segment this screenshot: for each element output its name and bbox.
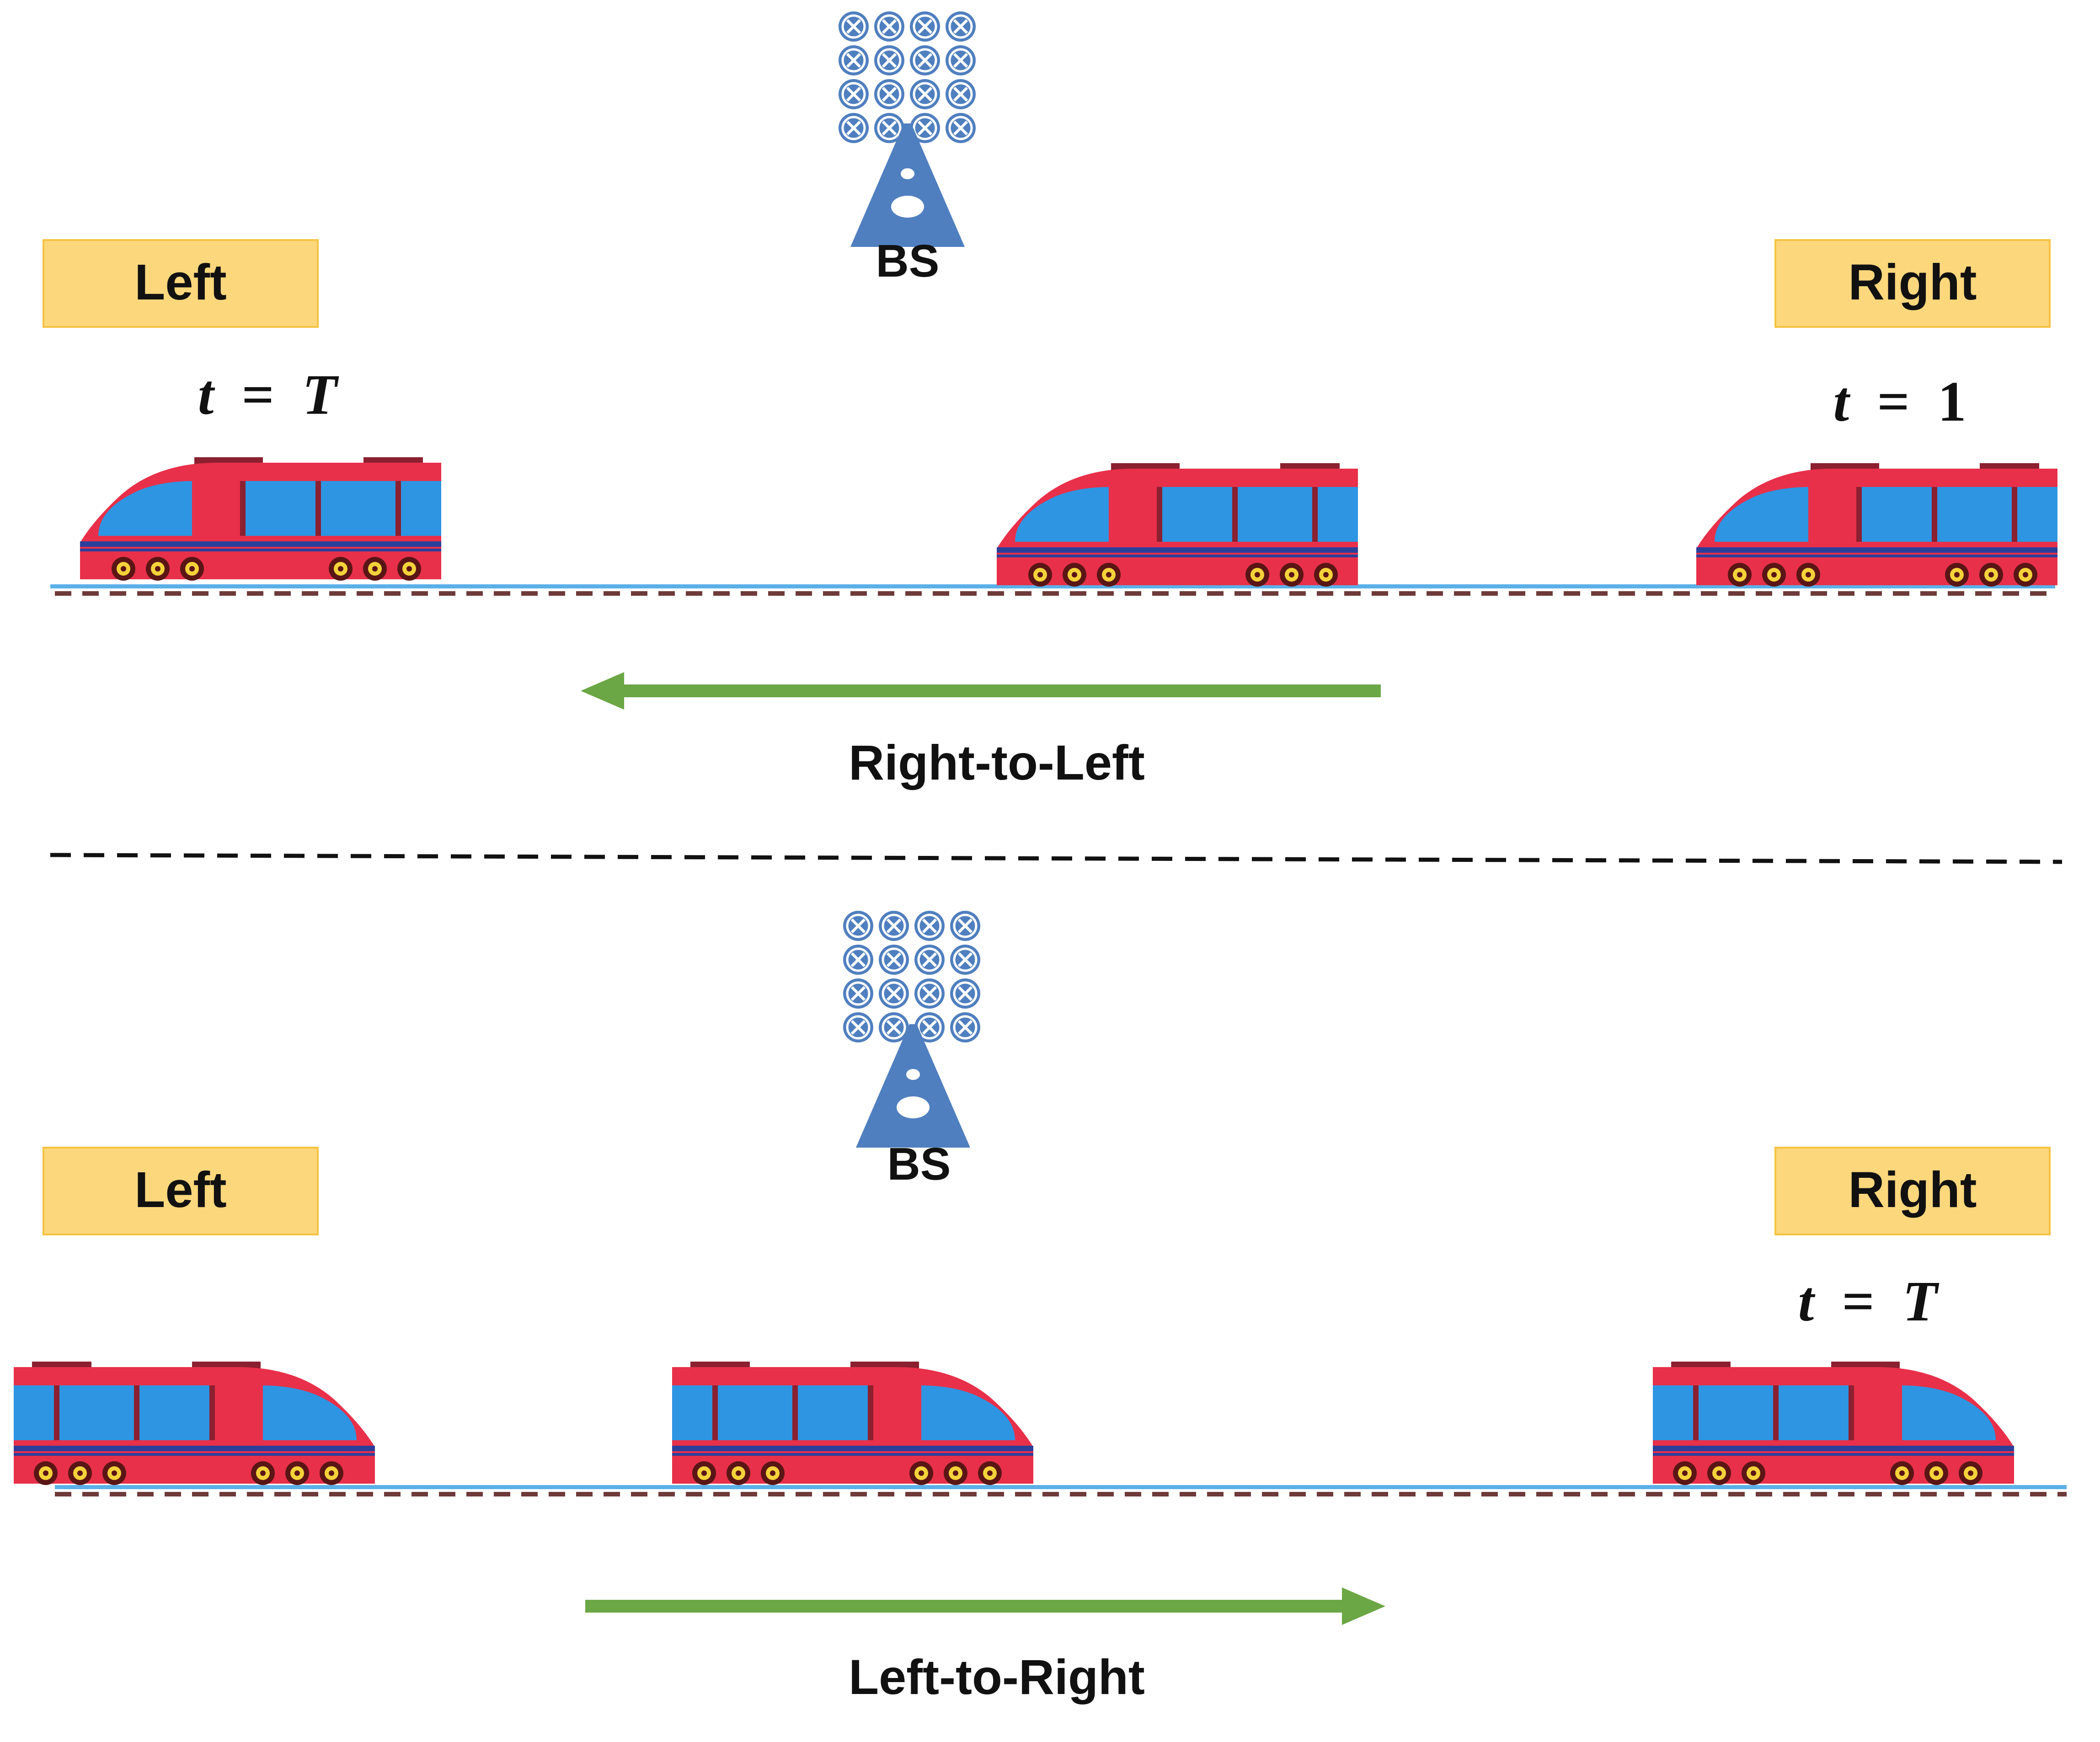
base-station-tower-icon [850, 123, 965, 247]
bottom-track [55, 1485, 2067, 1496]
bottom-right-label: Right [1848, 1162, 1977, 1218]
bottom-bs-label: BS [887, 1138, 951, 1190]
train-icon [997, 463, 1358, 587]
bottom-direction-label: Left-to-Right [849, 1649, 1145, 1705]
top-direction-arrow [581, 672, 1381, 710]
bottom-panel: BS Left Right t = T Left-to-Right [14, 911, 2067, 1705]
antenna-array-icon [843, 911, 980, 1042]
train-icon [1653, 1362, 2014, 1485]
top-time-right: t = 1 [1833, 370, 1966, 433]
panel-divider [50, 853, 2063, 864]
bottom-right-box: Right [1774, 1147, 2051, 1235]
top-direction-label: Right-to-Left [849, 735, 1145, 790]
top-left-label: Left [134, 254, 227, 310]
train-icon [14, 1362, 375, 1485]
train-icon [80, 457, 441, 581]
bottom-left-box: Left [43, 1147, 319, 1235]
top-track [50, 584, 2055, 596]
bottom-left-label: Left [134, 1162, 227, 1218]
top-time-left: t = T [198, 363, 339, 427]
top-right-box: Right [1774, 239, 2051, 328]
top-panel: BS Left Right t = T t = 1 [43, 11, 2057, 790]
bottom-direction-arrow [585, 1587, 1385, 1625]
top-base-station: BS [839, 11, 976, 287]
bottom-base-station: BS [843, 911, 980, 1190]
top-left-box: Left [43, 239, 319, 328]
train-icon [672, 1362, 1033, 1485]
antenna-array-icon [839, 11, 976, 143]
base-station-tower-icon [856, 1024, 970, 1148]
top-right-label: Right [1848, 254, 1977, 310]
bottom-time-right: t = T [1798, 1270, 1940, 1333]
train-icon [1696, 463, 2057, 587]
top-bs-label: BS [876, 235, 940, 287]
